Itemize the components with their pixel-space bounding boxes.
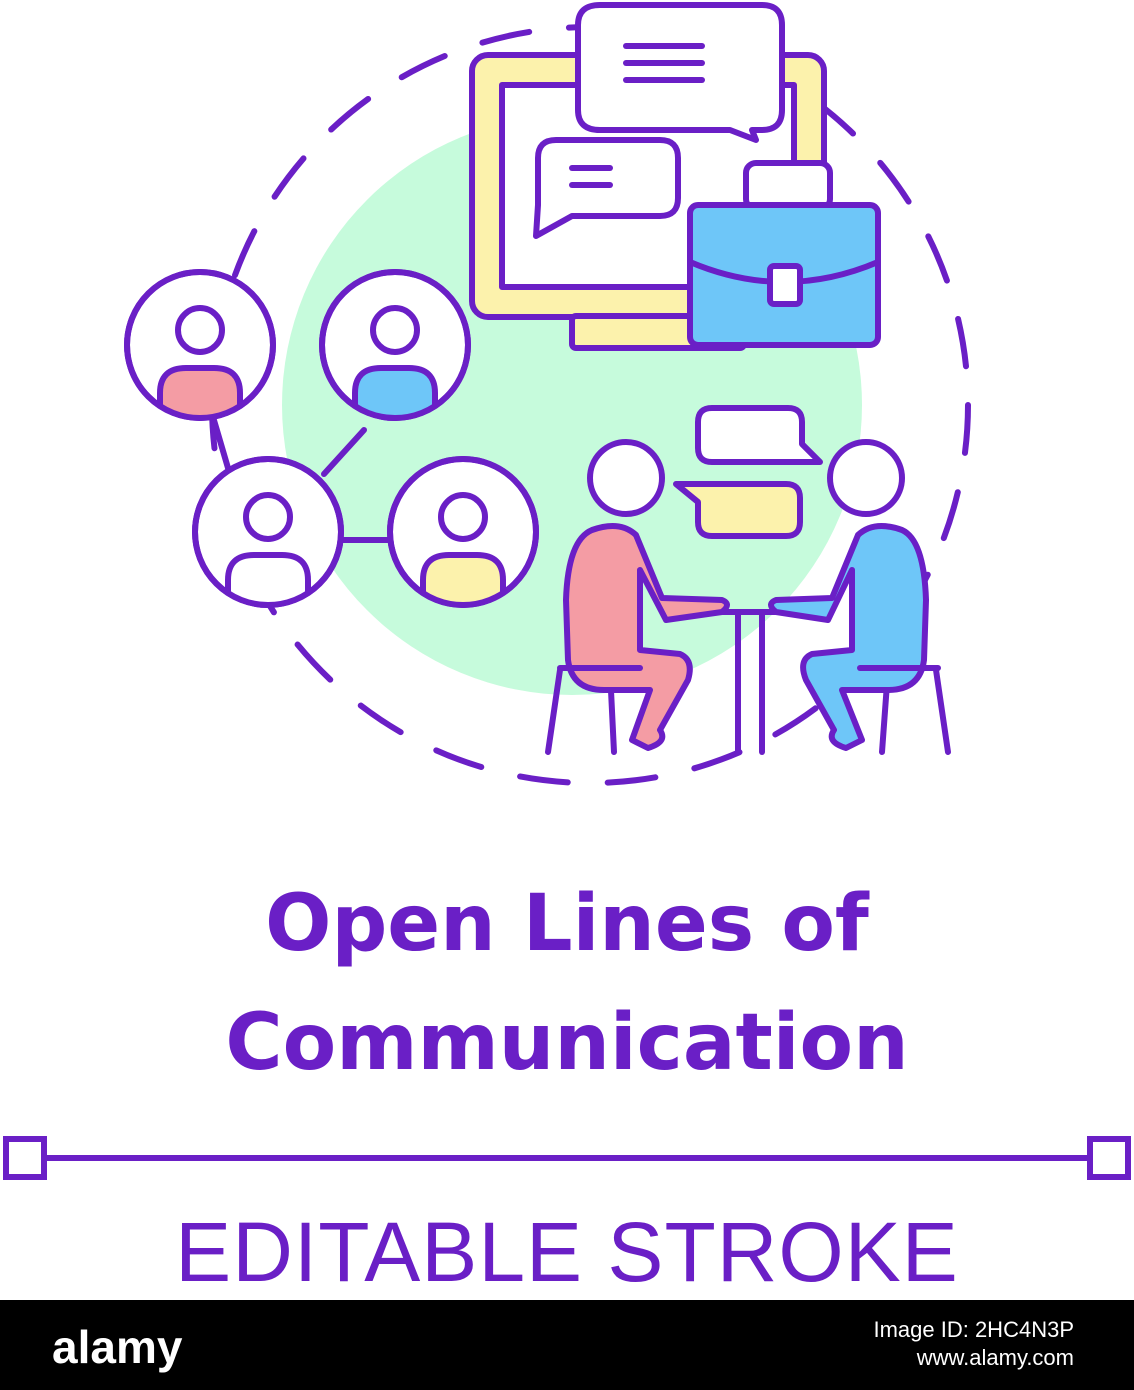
briefcase-icon [687, 160, 881, 348]
stroke-handle-left [3, 1136, 47, 1180]
person-icon [319, 269, 471, 421]
image-id-text: Image ID: 2HC4N3P [873, 1317, 1074, 1342]
image-id-block: Image ID: 2HC4N3P www.alamy.com [873, 1316, 1074, 1371]
speech-bubble-icon [673, 481, 803, 539]
editable-stroke-divider [3, 1136, 1131, 1180]
editable-stroke-label: EDITABLE STROKE [175, 1205, 959, 1299]
meeting-table-icon [545, 439, 951, 755]
title-line-1: Open Lines of [265, 879, 869, 969]
alamy-logo: alamy [52, 1321, 183, 1373]
person-icon [387, 456, 539, 608]
speech-bubble-icon [695, 405, 823, 465]
person-icon [192, 456, 344, 608]
stroke-handle-right [1087, 1136, 1131, 1180]
speech-bubble-icon [533, 137, 681, 239]
title-line-2: Communication [225, 998, 909, 1088]
communication-illustration [124, 2, 971, 786]
person-icon [124, 269, 276, 421]
footer-bar: alamy Image ID: 2HC4N3P www.alamy.com [0, 1300, 1134, 1390]
speech-bubble-icon [575, 2, 785, 143]
site-url-text: www.alamy.com [916, 1344, 1074, 1370]
